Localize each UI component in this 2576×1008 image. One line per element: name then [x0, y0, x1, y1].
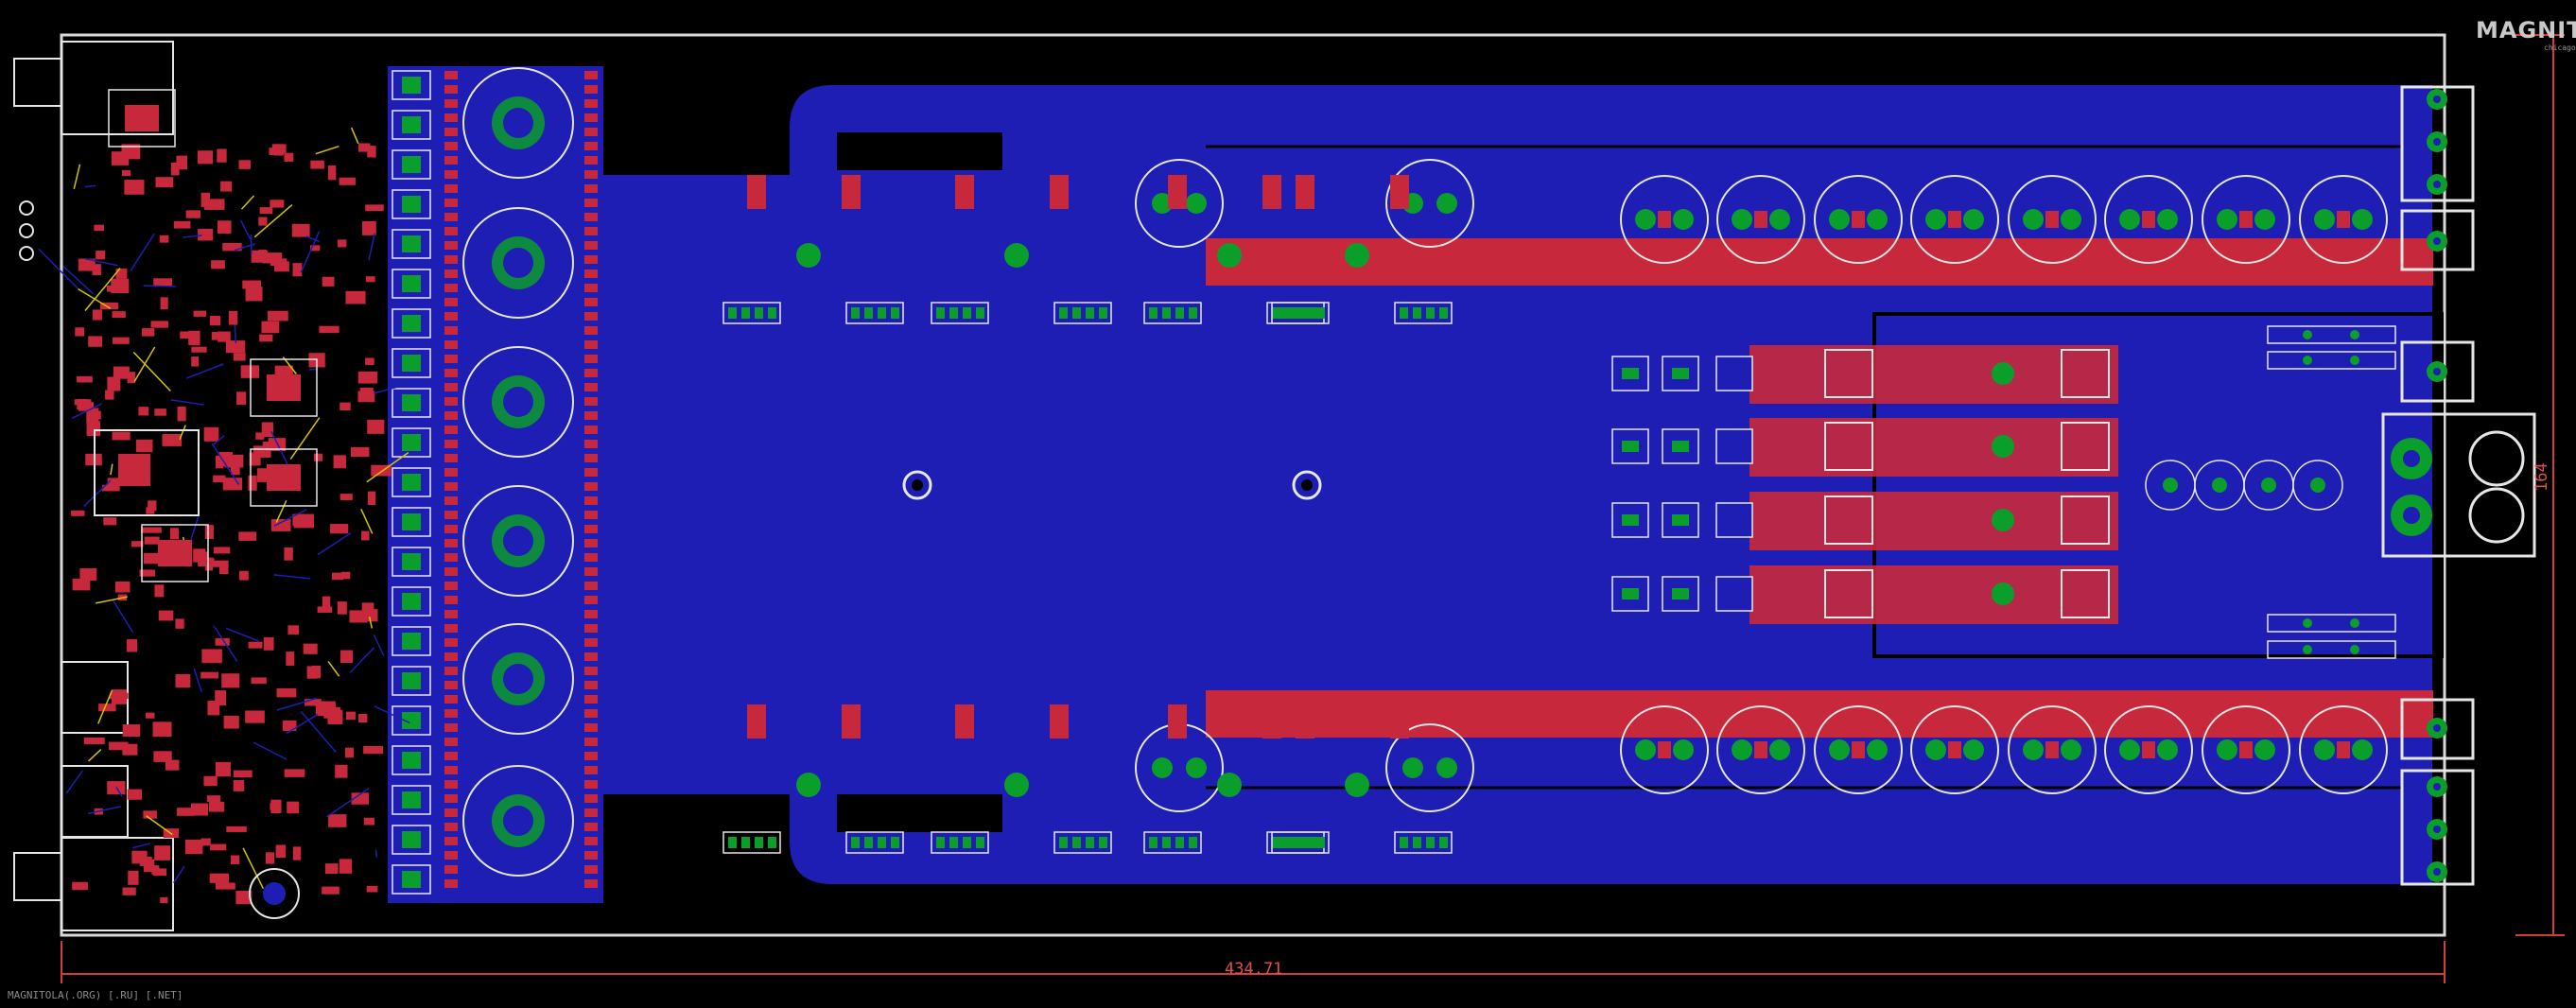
filter-capacitor [1385, 723, 1474, 812]
width-dimension-label: 434.71 [1225, 960, 1283, 979]
mosfet-pad [796, 243, 821, 268]
bulk-capacitor [2008, 175, 2097, 264]
input-section-copper [388, 66, 603, 903]
footer-caption: MAGNITOLA(.ORG) [.RU] [.NET] [8, 989, 183, 1001]
mosfet-pad [796, 773, 821, 797]
bulk-capacitor [2299, 175, 2388, 264]
controller-ic [141, 524, 209, 582]
mosfet-pad [1217, 243, 1242, 268]
isolation-gap-top [837, 132, 1002, 170]
brand-logo-subtext: chicago [2544, 43, 2576, 52]
mosfet-pad [1345, 773, 1369, 797]
bulk-capacitor [1910, 175, 1999, 264]
output-transistor [1824, 569, 1873, 618]
mosfet-pad [1217, 773, 1242, 797]
bulk-capacitor [2104, 175, 2193, 264]
main-power-connector [2381, 412, 2536, 558]
bulk-capacitor [1620, 175, 1709, 264]
mosfet-pad [1345, 243, 1369, 268]
aux-capacitor [249, 868, 300, 919]
power-terminal-1 [2400, 209, 2475, 271]
transformer-coil [462, 346, 574, 458]
transformer-coil [462, 765, 574, 877]
power-terminal-2 [2400, 340, 2475, 403]
isolation-gap-bottom [837, 794, 1002, 832]
transformer-coil [462, 67, 574, 179]
speaker-terminal-2 [2400, 769, 2475, 886]
brand-logo: MAGNITOLA [2476, 17, 2576, 43]
output-transistor [2061, 495, 2110, 545]
bulk-capacitor [2202, 175, 2290, 264]
output-transistor [1824, 422, 1873, 471]
main-ic [94, 429, 200, 516]
output-transistor [1824, 349, 1873, 398]
bulk-capacitor [1716, 705, 1805, 794]
mosfet-pad [1004, 243, 1029, 268]
controller-ic [250, 358, 318, 417]
controller-ic [250, 448, 318, 507]
bulk-capacitor [1620, 705, 1709, 794]
mounting-hole-1 [902, 470, 932, 500]
filter-capacitor [1385, 159, 1474, 248]
filter-capacitor [1135, 159, 1224, 248]
transformer-coil [462, 623, 574, 735]
power-rail-positive [1206, 238, 2433, 286]
output-transistor [2061, 422, 2110, 471]
output-transistor [2061, 349, 2110, 398]
bulk-capacitor [1910, 705, 1999, 794]
bulk-capacitor [2008, 705, 2097, 794]
mounting-hole-2 [1292, 470, 1322, 500]
bulk-capacitor [1716, 175, 1805, 264]
bulk-capacitor [2299, 705, 2388, 794]
output-filter-cap [2292, 460, 2343, 511]
height-dimension-label: 164 [2532, 462, 2551, 492]
bulk-capacitor [2202, 705, 2290, 794]
output-transistor [1824, 495, 1873, 545]
bulk-capacitor [1814, 705, 1903, 794]
transformer-coil [462, 207, 574, 319]
controller-ic [108, 89, 176, 148]
output-transistor [2061, 569, 2110, 618]
speaker-terminal-1 [2400, 85, 2475, 202]
rca-input-2 [61, 765, 129, 838]
power-terminal-3 [2400, 698, 2475, 760]
bulk-capacitor [1814, 175, 1903, 264]
board-outline [60, 33, 2446, 937]
output-stage-frame [1872, 312, 2444, 658]
mosfet-pad [1004, 773, 1029, 797]
bulk-capacitor [2104, 705, 2193, 794]
transformer-coil [462, 485, 574, 597]
